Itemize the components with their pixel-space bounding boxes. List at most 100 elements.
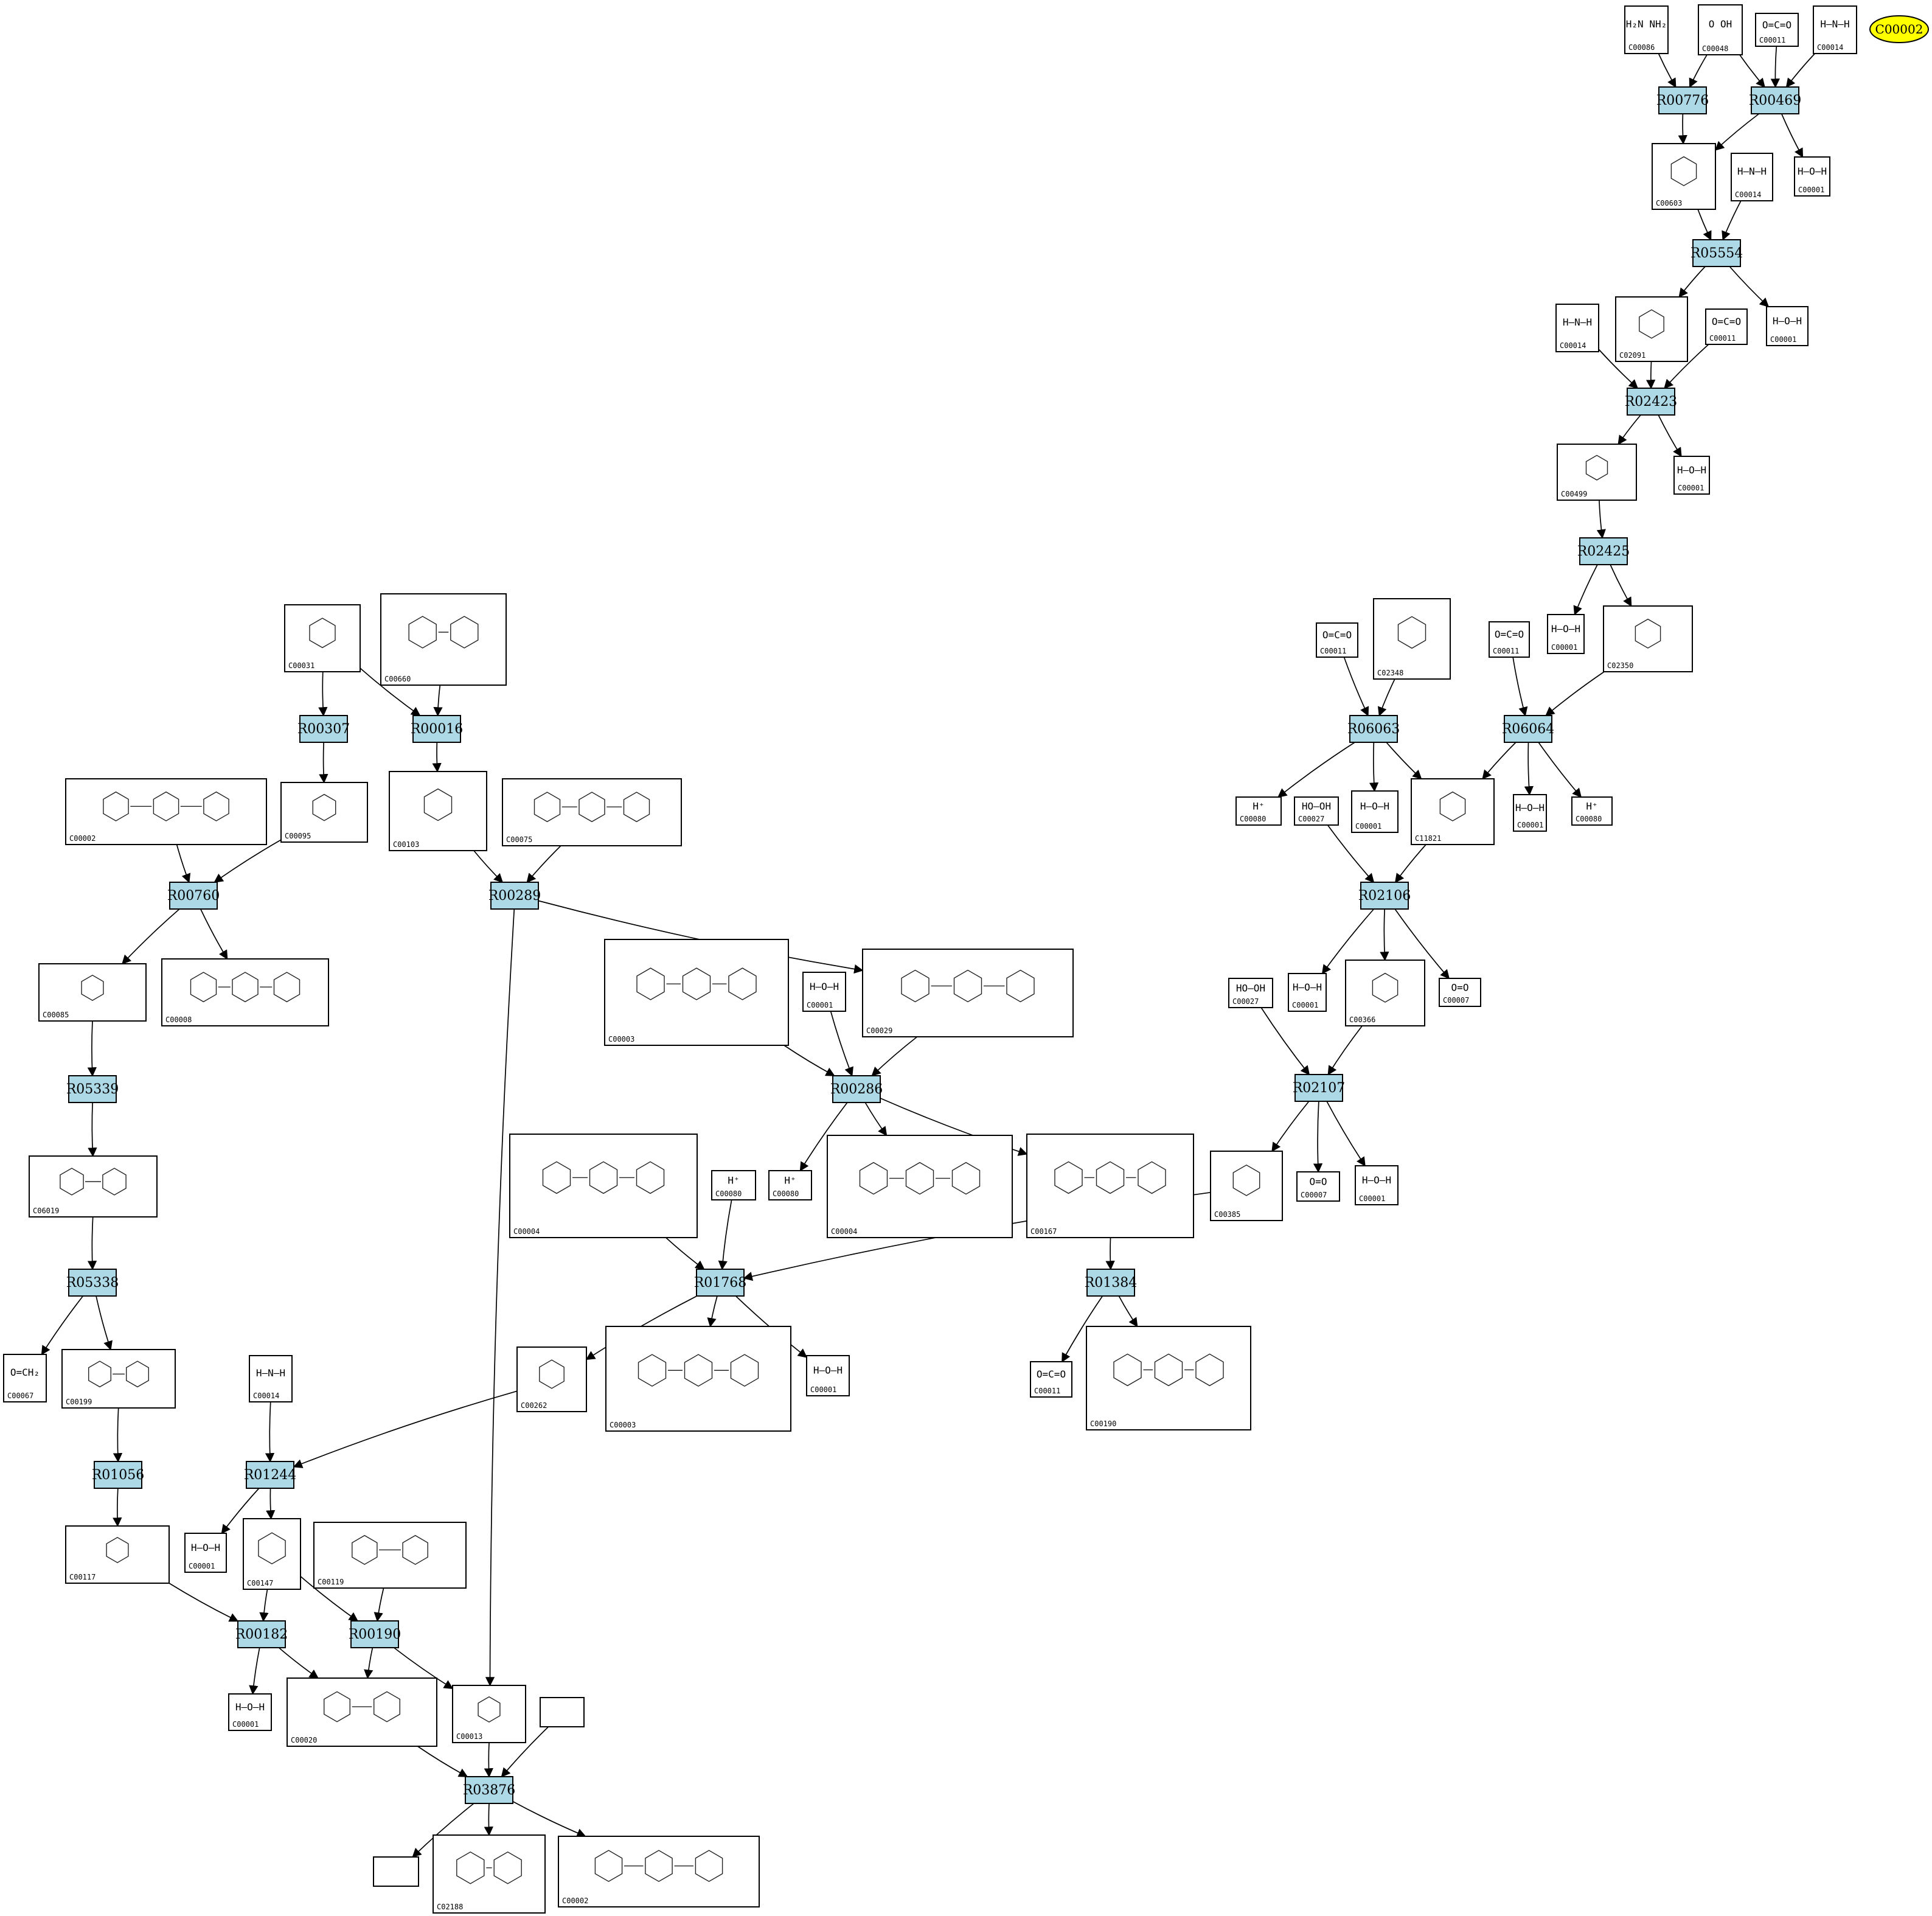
edge-R02107-k31 xyxy=(1326,1101,1366,1167)
compound-node-C06019[interactable]: C06019 xyxy=(29,1155,158,1218)
highlighted-compound[interactable]: C00002 xyxy=(1869,15,1929,43)
reaction-node-R01056[interactable]: R01056 xyxy=(92,1461,145,1489)
reaction-node-R00286[interactable]: R00286 xyxy=(830,1075,883,1103)
compound-node-C00385[interactable]: C00385 xyxy=(1210,1151,1283,1221)
compound-node-C02350[interactable]: C02350 xyxy=(1603,605,1693,672)
compound-node-C00660[interactable]: C00660 xyxy=(380,593,507,686)
compound-node-C00117[interactable]: C00117 xyxy=(65,1525,170,1584)
compound-node-C00003[interactable]: C00003 xyxy=(605,1326,791,1432)
reaction-node-R03876[interactable]: R03876 xyxy=(463,1776,516,1804)
reaction-node-R00190[interactable]: R00190 xyxy=(349,1620,401,1648)
compound-node-blank[interactable] xyxy=(373,1856,419,1887)
compound-node-C00008[interactable]: C00008 xyxy=(161,958,329,1026)
compound-node-C00075[interactable]: C00075 xyxy=(502,778,682,846)
compound-box xyxy=(1351,790,1399,833)
reaction-node-R00182[interactable]: R00182 xyxy=(235,1620,288,1648)
reaction-node-R00469[interactable]: R00469 xyxy=(1749,86,1802,114)
compound-node-C00080[interactable]: H⁺C00080 xyxy=(1571,796,1613,826)
compound-node-C00190[interactable]: C00190 xyxy=(1086,1326,1251,1430)
compound-node-C00080[interactable]: H⁺C00080 xyxy=(711,1170,756,1200)
compound-node-C00603[interactable]: C00603 xyxy=(1652,143,1716,210)
compound-node-C00002[interactable]: C00002 xyxy=(558,1836,760,1907)
reaction-node-R06064[interactable]: R06064 xyxy=(1502,715,1555,743)
reaction-node-R00776[interactable]: R00776 xyxy=(1656,86,1709,114)
reaction-node-R00307[interactable]: R00307 xyxy=(297,715,350,743)
reaction-node-R02107[interactable]: R02107 xyxy=(1293,1074,1346,1102)
compound-node-C00004[interactable]: C00004 xyxy=(509,1134,698,1238)
compound-node-C00004[interactable]: C00004 xyxy=(827,1135,1013,1238)
edge-R00190-k63 xyxy=(394,1647,454,1690)
compound-node-C00080[interactable]: H⁺C00080 xyxy=(1235,796,1282,826)
compound-node-C00167[interactable]: C00167 xyxy=(1026,1134,1194,1238)
reaction-node-R00289[interactable]: R00289 xyxy=(488,882,541,910)
reaction-node-R01768[interactable]: R01768 xyxy=(694,1269,747,1297)
reaction-node-R02106[interactable]: R02106 xyxy=(1358,882,1411,910)
reaction-node-R05339[interactable]: R05339 xyxy=(66,1075,119,1103)
reaction-node-R02423[interactable]: R02423 xyxy=(1625,388,1678,416)
reaction-node-R01384[interactable]: R01384 xyxy=(1085,1269,1138,1297)
compound-node-C00002[interactable]: C00002 xyxy=(65,778,267,845)
reaction-node-R02425[interactable]: R02425 xyxy=(1577,537,1630,565)
compound-node-C00199[interactable]: C00199 xyxy=(61,1349,176,1409)
reaction-node-R00760[interactable]: R00760 xyxy=(167,882,220,910)
reaction-node-R06063[interactable]: R06063 xyxy=(1347,715,1400,743)
reaction-node-R00016[interactable]: R00016 xyxy=(411,715,464,743)
compound-node-C00020[interactable]: C00020 xyxy=(287,1677,437,1747)
compound-box xyxy=(3,1354,47,1402)
compound-node-C02348[interactable]: C02348 xyxy=(1373,598,1451,680)
compound-node-C00013[interactable]: C00013 xyxy=(452,1685,526,1743)
reaction-node-R05338[interactable]: R05338 xyxy=(66,1269,119,1297)
compound-node-C00366[interactable]: C00366 xyxy=(1345,960,1425,1026)
compound-node-C00119[interactable]: C00119 xyxy=(313,1522,467,1589)
compound-node-C00147[interactable]: C00147 xyxy=(243,1518,301,1590)
structure-drawing-icon xyxy=(594,1850,723,1883)
reaction-node-R05554[interactable]: R05554 xyxy=(1690,239,1743,267)
compound-node-C00103[interactable]: C00103 xyxy=(389,771,487,851)
reaction-box xyxy=(1360,882,1409,910)
compound-formula: H–O–H xyxy=(1551,623,1580,635)
reaction-node-R01244[interactable]: R01244 xyxy=(244,1461,297,1489)
compound-node-C02188[interactable]: C02188 xyxy=(433,1834,546,1914)
compound-node-C00029[interactable]: C00029 xyxy=(862,949,1074,1037)
compound-node-C00262[interactable]: C00262 xyxy=(516,1346,587,1412)
compound-node-blank[interactable] xyxy=(540,1697,585,1727)
compound-node-C00095[interactable]: C00095 xyxy=(280,782,368,843)
compound-node-C00003[interactable]: C00003 xyxy=(604,939,789,1046)
compound-node-C00080[interactable]: H⁺C00080 xyxy=(768,1170,812,1200)
compound-node-C11821[interactable]: C11821 xyxy=(1411,778,1495,845)
compound-node-C02091[interactable]: C02091 xyxy=(1615,296,1688,362)
reaction-box xyxy=(350,1620,399,1648)
compound-node-C00085[interactable]: C00085 xyxy=(38,963,147,1022)
compound-formula: O=C=O xyxy=(1712,316,1741,327)
compound-node-C00499[interactable]: C00499 xyxy=(1557,444,1637,501)
compound-node-C00031[interactable]: C00031 xyxy=(284,604,361,672)
